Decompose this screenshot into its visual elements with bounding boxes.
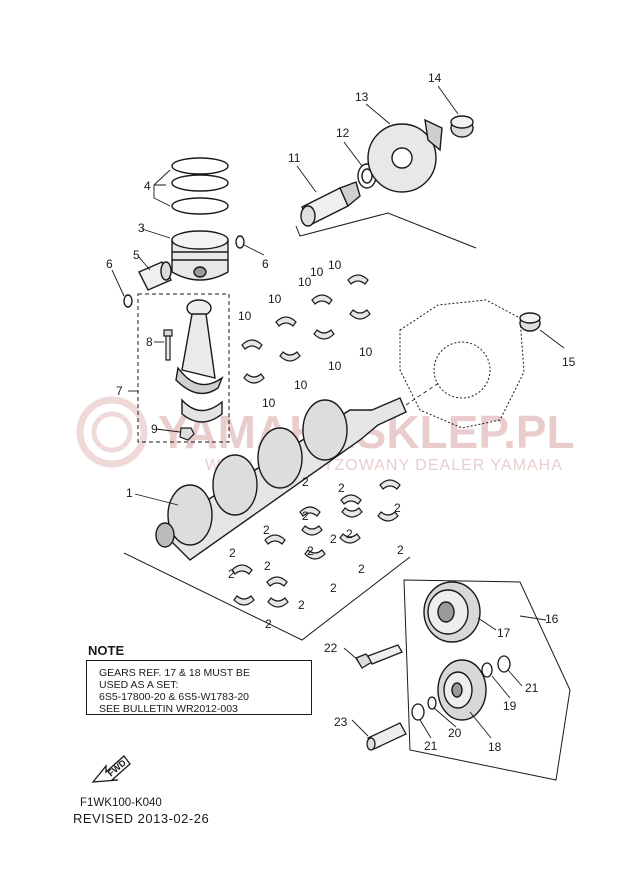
- note-line: 6S5-17800-20 & 6S5-W1783-20: [99, 691, 250, 703]
- crankshaft-axis-line: [405, 381, 441, 406]
- main-bearing-bracket-line: [123, 552, 411, 641]
- coupler-bracket-line: [295, 212, 477, 249]
- driven-gear: [437, 659, 487, 721]
- callout-18: 18: [488, 740, 502, 754]
- note-line: SEE BULLETIN WR2012-003: [99, 703, 238, 715]
- fwd-arrow-icon: FWD: [91, 755, 131, 783]
- note-line: GEARS REF. 17 & 18 MUST BE: [99, 667, 250, 679]
- callout-10c: 10: [268, 292, 282, 306]
- callout-19: 19: [503, 699, 517, 713]
- callout-2l: 2: [264, 559, 271, 573]
- crankshaft: [155, 397, 407, 561]
- piston-pin-clip-left: [123, 294, 133, 308]
- piston-pin-clip-right: [235, 235, 245, 249]
- callout-2i: 2: [229, 546, 236, 560]
- callout-15: 15: [562, 355, 576, 369]
- gear-bolt: [355, 644, 403, 669]
- callout-22: 22: [324, 641, 338, 655]
- leader-lines: [111, 85, 565, 739]
- crankcase-outline: [399, 299, 525, 429]
- callout-3: 3: [138, 221, 145, 235]
- callout-10f: 10: [328, 359, 342, 373]
- callout-2d: 2: [397, 543, 404, 557]
- coupler-flange: [367, 118, 443, 193]
- crankshaft-oil-seal: [519, 312, 541, 332]
- callout-2e: 2: [346, 527, 353, 541]
- gear-group-box: [403, 579, 571, 781]
- callout-2a: 2: [302, 475, 309, 489]
- callout-5: 5: [133, 248, 140, 262]
- callout-20: 20: [448, 726, 462, 740]
- diagram-code: F1WK100-K040: [80, 797, 162, 809]
- callout-1: 1: [126, 486, 133, 500]
- callout-21b: 21: [424, 739, 438, 753]
- coupler-sleeve: [300, 181, 361, 227]
- callout-2n: 2: [265, 617, 272, 631]
- callout-11: 11: [288, 151, 301, 165]
- revision-date: REVISED 2013-02-26: [73, 811, 210, 826]
- callout-2m: 2: [298, 598, 305, 612]
- callout-4: 4: [144, 179, 151, 193]
- callout-10h: 10: [262, 396, 276, 410]
- conrod-bearings: [241, 274, 371, 384]
- callout-labels: 1 2 2 2 2 2 2 2 2 2 2 2 2 2 2 2 2 3 4 5 …: [106, 71, 576, 754]
- callout-2c: 2: [394, 501, 401, 515]
- coupler-damper: [450, 115, 474, 138]
- note-box: GEARS REF. 17 & 18 MUST BE USED AS A SET…: [86, 660, 312, 715]
- piston-pin: [138, 261, 172, 291]
- callout-2o: 2: [228, 567, 235, 581]
- callout-23: 23: [334, 715, 348, 729]
- callout-10d: 10: [238, 309, 252, 323]
- callout-2f: 2: [330, 532, 337, 546]
- callout-6a: 6: [106, 257, 113, 271]
- note-title: NOTE: [88, 643, 125, 658]
- callout-10i: 10: [310, 265, 324, 279]
- callout-10e: 10: [359, 345, 373, 359]
- callout-10a: 10: [328, 258, 342, 272]
- callout-2b: 2: [338, 481, 345, 495]
- callout-10b: 10: [298, 275, 312, 289]
- callout-13: 13: [355, 90, 369, 104]
- gear-washers: [411, 655, 511, 721]
- callout-12: 12: [336, 126, 350, 140]
- callout-8: 8: [146, 335, 153, 349]
- main-bearings: [231, 479, 401, 608]
- callout-10g: 10: [294, 378, 308, 392]
- drive-gear: [423, 581, 481, 643]
- callout-14: 14: [428, 71, 442, 85]
- connecting-rod-nut: [179, 427, 195, 441]
- callout-2h: 2: [263, 523, 270, 537]
- callout-21a: 21: [525, 681, 539, 695]
- piston: [171, 230, 229, 281]
- connecting-rod-group-box: [137, 293, 230, 443]
- callout-6b: 6: [262, 257, 269, 271]
- callout-9: 9: [151, 422, 158, 436]
- callout-7: 7: [116, 384, 123, 398]
- callout-2p: 2: [307, 544, 314, 558]
- callout-16: 16: [545, 612, 559, 626]
- connecting-rod-bolt: [163, 329, 173, 361]
- connecting-rod: [175, 299, 224, 423]
- gear-pin: [366, 722, 407, 751]
- piston-ring-set: [171, 157, 229, 215]
- note-line: USED AS A SET:: [99, 679, 179, 691]
- callout-2k: 2: [330, 581, 337, 595]
- callout-2j: 2: [358, 562, 365, 576]
- callout-2g: 2: [302, 509, 309, 523]
- callout-17: 17: [497, 626, 511, 640]
